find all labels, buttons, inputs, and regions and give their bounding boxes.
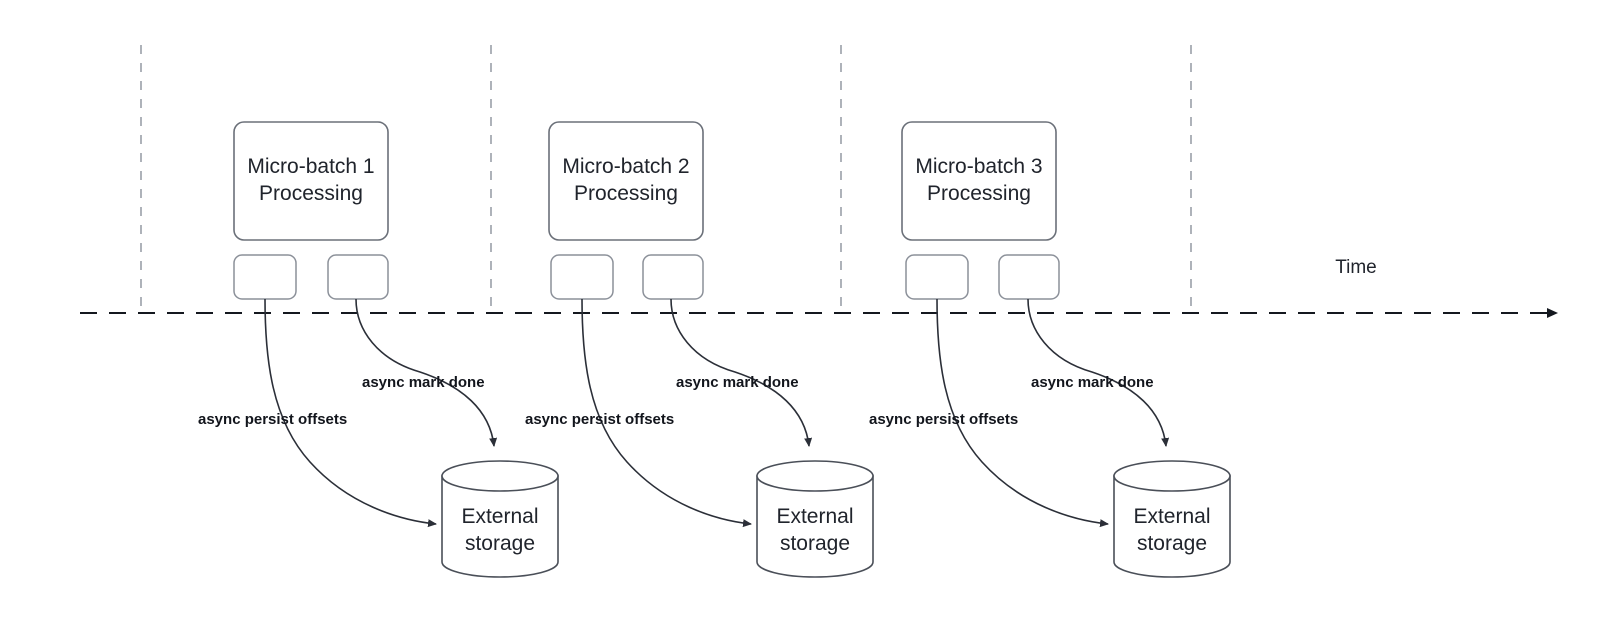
micro-batch-label-line2: Processing (259, 182, 363, 205)
micro-batch-label-line1: Micro-batch 3 (915, 155, 1042, 178)
task-box-right-2[interactable] (642, 254, 704, 300)
async-mark-done-arrow-3 (1027, 298, 1170, 447)
async-mark-done-label-3: async mark done (1031, 374, 1154, 391)
async-persist-offsets-arrow-1 (264, 298, 437, 528)
external-storage-label-line2: storage (780, 532, 850, 555)
external-storage-3[interactable]: External storage (1113, 460, 1231, 578)
task-box-left-2[interactable] (550, 254, 614, 300)
external-storage-label-line1: External (461, 505, 538, 528)
async-persist-offsets-label-3: async persist offsets (869, 411, 1018, 428)
task-box-right-1[interactable] (327, 254, 389, 300)
external-storage-label-line2: storage (465, 532, 535, 555)
async-mark-done-label-1: async mark done (362, 374, 485, 391)
async-mark-done-arrow-1 (355, 298, 498, 447)
async-mark-done-arrow-2 (670, 298, 813, 447)
task-box-left-3[interactable] (905, 254, 969, 300)
batch-groups-layer: Micro-batch 1ProcessingExternalstorageMi… (233, 121, 1231, 578)
async-mark-done-label-2: async mark done (676, 374, 799, 391)
async-persist-offsets-arrow-3 (936, 298, 1109, 528)
micro-batch-label-line2: Processing (574, 182, 678, 205)
micro-batch-label-line2: Processing (927, 182, 1031, 205)
micro-batch-box-1[interactable] (233, 121, 389, 241)
task-box-left-1[interactable] (233, 254, 297, 300)
timeline-layer: Time (80, 257, 1558, 318)
micro-batch-box-2[interactable] (548, 121, 704, 241)
external-storage-label-line2: storage (1137, 532, 1207, 555)
micro-batch-label-line1: Micro-batch 2 (562, 155, 689, 178)
task-box-right-3[interactable] (998, 254, 1060, 300)
async-persist-offsets-label-1: async persist offsets (198, 411, 347, 428)
external-storage-2[interactable]: External storage (756, 460, 874, 578)
time-axis-label: Time (1335, 257, 1377, 278)
async-persist-offsets-label-2: async persist offsets (525, 411, 674, 428)
guide-lines-layer (140, 45, 1192, 313)
external-storage-label-line1: External (776, 505, 853, 528)
micro-batch-box-3[interactable] (901, 121, 1057, 241)
external-storage-label-line1: External (1133, 505, 1210, 528)
micro-batch-label-line1: Micro-batch 1 (247, 155, 374, 178)
external-storage-1[interactable]: External storage (441, 460, 559, 578)
async-persist-offsets-arrow-2 (581, 298, 752, 528)
edge-labels-layer: async persist offsets async mark done asyn… (198, 374, 1154, 428)
